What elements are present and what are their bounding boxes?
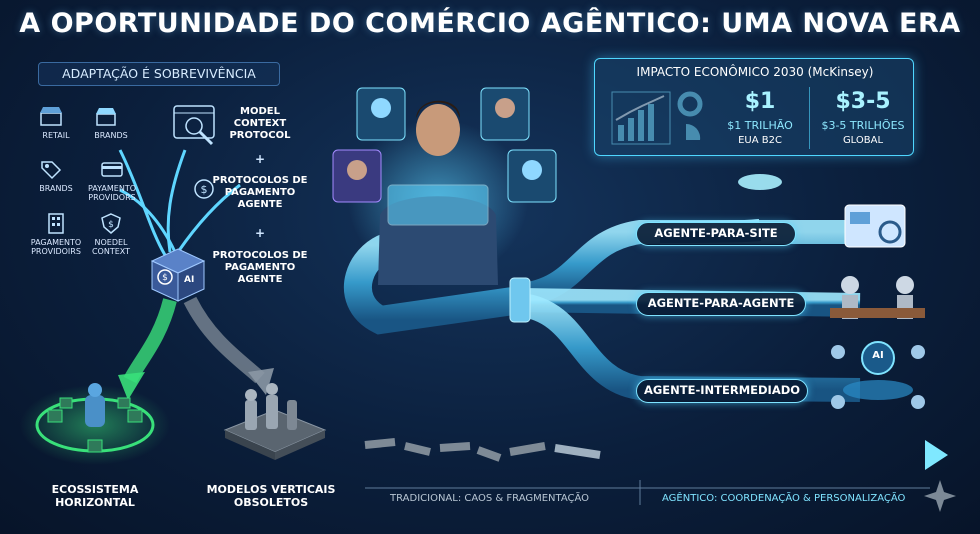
obsolete-platform — [223, 383, 327, 460]
person-figure — [348, 100, 528, 285]
icon-model-context: $ NOEDEL CONTEXT — [88, 212, 134, 256]
icon-payment-providers-2: PAGAMENTO PROVIDOIRS — [26, 212, 86, 256]
icon-payment-providers: PAYAMENTO PROVIDORS — [84, 158, 140, 202]
channel-agent-to-site: AGENTE-PARA-SITE — [636, 222, 796, 246]
impact-right-sub2: GLOBAL — [842, 135, 884, 146]
icon-retail: RETAIL — [38, 105, 74, 140]
obsolete-label: MODELOS VERTICAIS OBSOLETOS — [206, 483, 336, 509]
tag-icon — [41, 161, 62, 180]
icon-brands-tag: BRANDS — [38, 158, 74, 193]
channel-agent-to-agent: AGENTE-PARA-AGENTE — [636, 292, 806, 316]
impact-panel: IMPACTO ECONÔMICO 2030 (McKinsey) $1 $1 … — [594, 58, 914, 156]
impact-left-sub: $1 TRILHÃO — [727, 119, 793, 132]
svg-text:$: $ — [108, 220, 114, 230]
icon-label: BRANDS — [94, 131, 128, 140]
browser-search-icon — [173, 105, 215, 146]
timeline-right-label: AGÊNTICO: COORDENAÇÃO & PERSONALIZAÇÃO — [662, 493, 906, 504]
icon-label: BRANDS — [39, 184, 73, 193]
card-icon — [101, 162, 123, 177]
svg-text:$: $ — [201, 183, 208, 196]
adaptation-banner: ADAPTAÇÃO É SOBREVIVÊNCIA — [38, 62, 280, 86]
shield-icon: $ — [101, 213, 121, 234]
dollar-coin-icon: $ — [194, 179, 214, 199]
channel-illustrations — [830, 204, 925, 409]
protocol-payment-1: PROTOCOLOS DE PAGAMENTO AGENTE — [212, 175, 308, 210]
timeline-left-label: TRADICIONAL: CAOS & FRAGMENTAÇÃO — [390, 493, 590, 504]
protocol-plus-1: + — [254, 152, 266, 166]
ai-cube: $ AI — [148, 245, 208, 305]
cube-ai-label: AI — [184, 275, 195, 285]
icon-label: RETAIL — [42, 131, 70, 140]
ecosystem-arrows — [118, 149, 274, 400]
icon-brands: BRANDS — [93, 105, 129, 140]
protocol-mcp: MODEL CONTEXT PROTOCOL — [229, 106, 291, 141]
page-title: A OPORTUNIDADE DO COMÉRCIO AGÊNTICO: UMA… — [19, 8, 961, 39]
cube-icon: $ — [150, 248, 206, 302]
impact-left-value: $1 — [744, 89, 776, 114]
impact-right-sub: $3-5 TRILHÕES — [821, 119, 905, 132]
impact-title: IMPACTO ECONÔMICO 2030 (McKinsey) — [636, 65, 874, 79]
store-icon — [40, 107, 62, 126]
impact-left-sub2: EUA B2C — [738, 135, 782, 146]
ecosystem-ring — [20, 383, 170, 465]
building-icon — [48, 213, 64, 234]
impact-divider — [809, 87, 810, 149]
ecosystem-label: ECOSSISTEMA HORIZONTAL — [51, 483, 139, 509]
protocol-payment-2: PROTOCOLOS DE PAGAMENTO AGENTE — [212, 250, 308, 285]
impact-right-value: $3-5 — [835, 89, 891, 114]
sparkle-icon — [924, 480, 956, 512]
icon-label: PAYAMENTO PROVIDORS — [87, 184, 137, 202]
agent-tiles — [332, 87, 557, 203]
protocol-plus-2: + — [254, 226, 266, 240]
channel-agent-intermediated: AGENTE-INTERMEDIADO — [636, 379, 808, 403]
icon-label: PAGAMENTO PROVIDOIRS — [30, 238, 82, 256]
hub-ai-label: AI — [872, 350, 884, 361]
icon-label: NOEDEL CONTEXT — [91, 238, 131, 256]
shop-icon — [96, 108, 116, 126]
timeline-arrow — [364, 438, 948, 505]
svg-text:$: $ — [162, 273, 168, 283]
